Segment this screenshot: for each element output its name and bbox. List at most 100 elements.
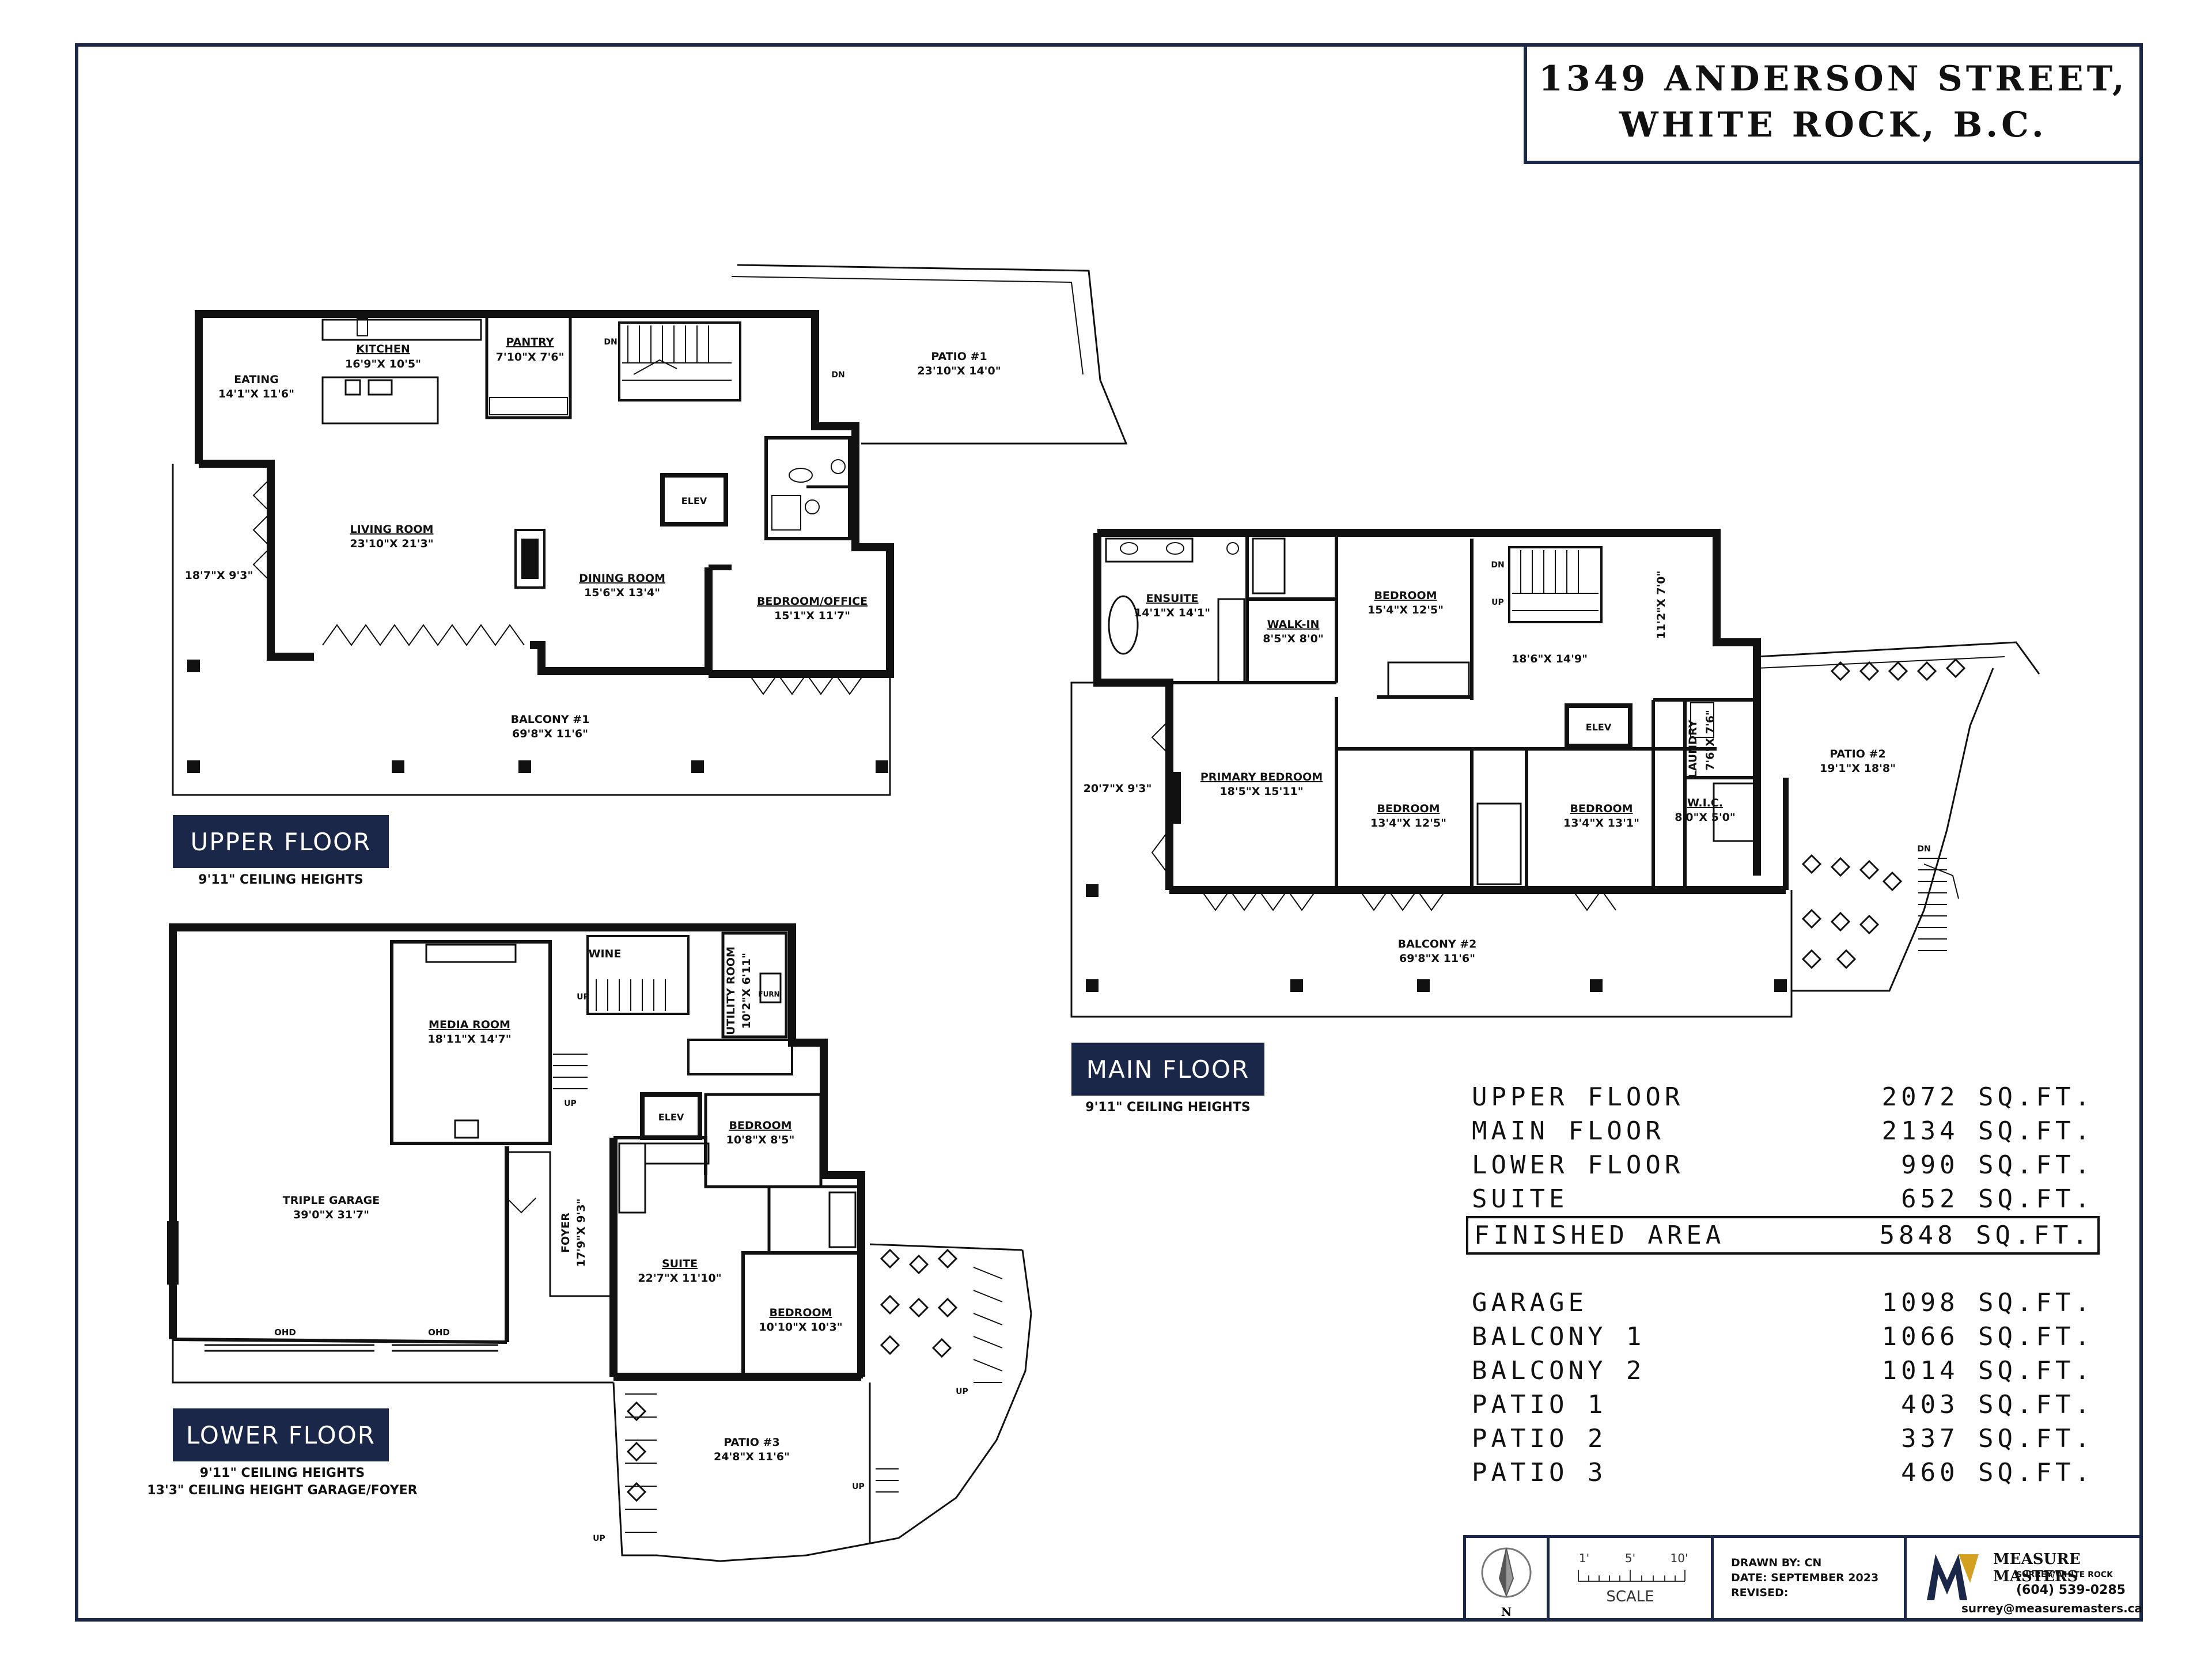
room-ensuite-dim: 14'1"X 14'1" xyxy=(1134,607,1210,619)
patio3-up-mark-2: UP xyxy=(956,1387,968,1396)
scale-label: SCALE xyxy=(1606,1588,1654,1605)
main-floor-label: MAIN FLOOR xyxy=(1071,1043,1264,1096)
area-value: 460 SQ.FT. xyxy=(1901,1458,2094,1487)
date-text: DATE: SEPTEMBER 2023 xyxy=(1731,1571,1879,1584)
lower-floor-label: LOWER FLOOR xyxy=(173,1408,389,1461)
upper-floor-ceiling-line: 9'11" CEILING HEIGHTS xyxy=(198,873,363,887)
area-value: 1014 SQ.FT. xyxy=(1881,1356,2094,1385)
scale-tick-label: 1' xyxy=(1579,1551,1589,1565)
room-bedroom-office-name: BEDROOM/OFFICE xyxy=(757,595,868,608)
area-value: 2072 SQ.FT. xyxy=(1881,1082,2094,1112)
area-value: 2134 SQ.FT. xyxy=(1881,1116,2094,1146)
north-arrow-cell: N xyxy=(1466,1538,1550,1622)
scale-cell: 1' 5' 10' SCALE xyxy=(1550,1538,1714,1622)
room-garage-dim: 39'0"X 31'7" xyxy=(293,1209,369,1221)
room-dining-dim: 15'6"X 13'4" xyxy=(584,586,660,599)
company-location: SURREY/WHITE ROCK xyxy=(2016,1570,2113,1580)
room-living-name: LIVING ROOM xyxy=(350,523,434,536)
area-value: 1066 SQ.FT. xyxy=(1881,1322,2094,1351)
area-label: PATIO 1 xyxy=(1472,1390,1607,1419)
room-patio1-name: PATIO #1 xyxy=(931,350,987,363)
company-phone: (604) 539-0285 xyxy=(2016,1583,2126,1597)
lower-floor-plan xyxy=(167,923,1032,1562)
room-media-name: MEDIA ROOM xyxy=(429,1018,510,1031)
room-patio2-name: PATIO #2 xyxy=(1830,748,1885,760)
main-elev-mark: ELEV xyxy=(1586,722,1612,733)
ohd-mark-2: OHD xyxy=(428,1327,450,1338)
patio2-dn-mark: DN xyxy=(1917,844,1930,854)
room-ensuite-name: ENSUITE xyxy=(1146,592,1198,605)
area-row: GARAGE 1098 SQ.FT. xyxy=(1466,1286,2100,1320)
address-title-block: 1349 ANDERSON STREET, WHITE ROCK, B.C. xyxy=(1524,43,2143,164)
area-label: PATIO 3 xyxy=(1472,1458,1607,1487)
main-floor-ceiling: 9'11" CEILING HEIGHTS xyxy=(1071,1099,1264,1116)
area-label: BALCONY 1 xyxy=(1472,1322,1646,1351)
room-suite-dim: 22'7"X 11'10" xyxy=(638,1272,721,1285)
lower-floor-ceiling-line-1: 9'11" CEILING HEIGHTS xyxy=(199,1466,365,1480)
room-walkin-dim: 8'5"X 8'0" xyxy=(1263,632,1324,645)
upper-floor-label: UPPER FLOOR xyxy=(173,815,389,868)
lower-floor-ceiling-line-2: 13'3" CEILING HEIGHT GARAGE/FOYER xyxy=(147,1483,418,1498)
area-label: PATIO 2 xyxy=(1472,1424,1607,1453)
main-floor-ceiling-line: 9'11" CEILING HEIGHTS xyxy=(1085,1100,1251,1115)
room-balcony2-name: BALCONY #2 xyxy=(1398,938,1477,950)
company-name: MEASURE MASTERS xyxy=(1993,1551,2081,1585)
scale-tick-label: 10' xyxy=(1671,1551,1688,1565)
room-dining-name: DINING ROOM xyxy=(579,572,665,585)
room-main-bedroom1-dim: 15'4"X 12'5" xyxy=(1368,604,1444,616)
room-kitchen-name: KITCHEN xyxy=(356,343,410,355)
title-block-footer: N 1' 5' 10' SCALE DRAWN BY: CN DATE: SEP… xyxy=(1463,1535,2143,1622)
room-foyer-name: FOYER xyxy=(559,1213,572,1253)
patio3-up-mark-3: UP xyxy=(593,1534,605,1543)
area-value: 652 SQ.FT. xyxy=(1901,1184,2094,1214)
lower-elev-mark: ELEV xyxy=(658,1112,684,1123)
area-label: MAIN FLOOR xyxy=(1472,1116,1665,1146)
room-main-bedroom3-dim: 13'4"X 13'1" xyxy=(1563,817,1639,830)
room-utility-name: UTILITY ROOM xyxy=(725,946,737,1035)
lower-up-mark-2: UP xyxy=(564,1099,577,1108)
area-label: GARAGE xyxy=(1472,1288,1588,1317)
ohd-mark-1: OHD xyxy=(274,1327,296,1338)
area-label: BALCONY 2 xyxy=(1472,1356,1646,1385)
main-dn-mark: DN xyxy=(1491,560,1504,570)
scale-bar: 1' 5' 10' SCALE xyxy=(1578,1551,1688,1605)
room-wic-dim: 8'0"X 5'0" xyxy=(1675,811,1736,824)
room-pantry-name: PANTRY xyxy=(506,336,554,349)
main-up-mark: UP xyxy=(1491,598,1504,607)
scale-tick-label: 5' xyxy=(1625,1551,1635,1565)
main-floor-plan xyxy=(1070,529,2040,1018)
room-main-closet-dim: 11'2"X 7'0" xyxy=(1655,571,1668,639)
room-primary-bedroom-name: PRIMARY BEDROOM xyxy=(1200,771,1323,783)
room-utility-dim: 10'2"X 6'11" xyxy=(740,953,753,1029)
company-cell: MEASURE MASTERS SURREY/WHITE ROCK (604) … xyxy=(1907,1538,2143,1622)
area-value: 403 SQ.FT. xyxy=(1901,1390,2094,1419)
room-main-nook-dim: 20'7"X 9'3" xyxy=(1084,782,1152,795)
room-patio3-name: PATIO #3 xyxy=(724,1436,779,1449)
room-balcony1-dim: 69'8"X 11'6" xyxy=(512,728,588,740)
room-laundry-name: LAUNDRY xyxy=(1687,719,1699,778)
room-eating-dim: 14'1"X 11'6" xyxy=(218,388,294,400)
room-lower-bedroom1-dim: 10'8"X 8'5" xyxy=(726,1134,795,1146)
company-email: surrey@measuremasters.ca xyxy=(1961,1601,2143,1615)
north-label: N xyxy=(1501,1605,1512,1619)
room-eating-name: EATING xyxy=(234,373,279,386)
room-main-bedroom3-name: BEDROOM xyxy=(1570,802,1633,815)
upper-floor-plan xyxy=(172,264,1128,796)
room-pantry-dim: 7'10"X 7'6" xyxy=(496,351,565,363)
north-arrow-icon: N xyxy=(1481,1547,1532,1619)
room-balcony2-dim: 69'8"X 11'6" xyxy=(1399,952,1475,965)
room-wine-name: WINE xyxy=(589,948,622,960)
area-summary-table: UPPER FLOOR 2072 SQ.FT. MAIN FLOOR 2134 SQ… xyxy=(1466,1080,2100,1490)
area-value: 1098 SQ.FT. xyxy=(1881,1288,2094,1317)
room-patio1-dim: 23'10"X 14'0" xyxy=(917,365,1001,377)
upper-floor-ceiling: 9'11" CEILING HEIGHTS xyxy=(173,872,389,889)
revised-text: REVISED: xyxy=(1731,1586,1789,1599)
room-walkin-name: WALK-IN xyxy=(1267,618,1320,631)
drawn-by-text: DRAWN BY: CN xyxy=(1731,1556,1822,1569)
area-row: BALCONY 1 1066 SQ.FT. xyxy=(1466,1320,2100,1354)
address-line-1: 1349 ANDERSON STREET, xyxy=(1539,59,2128,99)
area-label: UPPER FLOOR xyxy=(1472,1082,1684,1112)
